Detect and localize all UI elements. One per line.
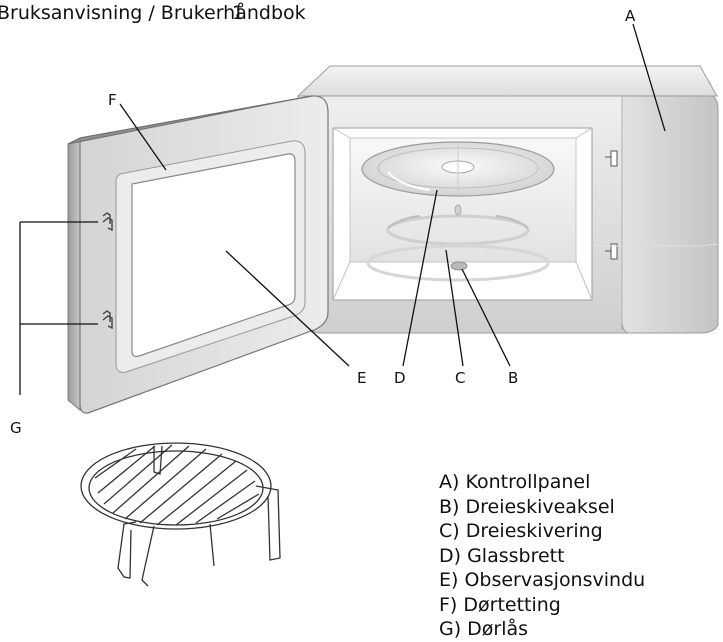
cavity-corner-tl — [332, 127, 351, 139]
grill-rack — [80, 442, 281, 587]
label-a: A — [625, 7, 636, 25]
door-edge — [67, 137, 81, 412]
control-panel — [621, 95, 719, 334]
label-b: B — [508, 369, 518, 387]
legend-item-d: D) Glassbrett — [439, 544, 565, 567]
manual-title: Bruksanvisning / Brukerhåndbok — [0, 2, 306, 24]
door-latch-bottom-icon — [102, 310, 113, 330]
turntable-ring-arc-left — [387, 215, 421, 229]
latch-slot-bottom-icon — [605, 243, 618, 260]
legend-item-f: F) Dørtetting — [439, 593, 561, 616]
observation-window — [131, 153, 296, 358]
turntable-ring-top — [386, 214, 530, 246]
door-latch-top-icon — [102, 212, 113, 232]
label-e: E — [357, 369, 366, 387]
legend-item-g: G) Dørlås — [439, 618, 529, 640]
microwave-diagram: A F E D C B G — [10, 7, 719, 587]
turntable-shaft — [450, 261, 468, 271]
latch-slot-top-icon — [605, 150, 618, 167]
label-f: F — [108, 91, 117, 109]
legend-item-a: A) Kontrollpanel — [439, 471, 591, 493]
label-g: G — [10, 419, 22, 437]
leader-lines — [19, 23, 666, 395]
label-c: C — [455, 369, 465, 387]
parts-legend: A) Kontrollpanel B) Dreieskiveaksel C) D… — [439, 470, 723, 642]
cavity-corner-br — [575, 261, 593, 301]
page-number: 1 — [232, 2, 245, 24]
cavity-corner-bl — [332, 261, 351, 301]
legend-item-b: B) Dreieskiveaksel — [439, 495, 615, 518]
door-top-bevel — [67, 95, 313, 145]
glass-tray-sheen — [387, 171, 431, 191]
turntable-ring-arc-right — [495, 215, 529, 229]
cavity-corner-tr — [575, 127, 593, 139]
legend-item-e: E) Observasjonsvindu — [439, 569, 646, 591]
microwave-top — [296, 65, 718, 97]
legend-item-c: C) Dreieskivering — [439, 520, 603, 542]
label-d: D — [394, 369, 406, 387]
body-shadow-line — [592, 243, 719, 247]
turntable-ring-floor — [366, 244, 550, 282]
tray-center-knob — [454, 204, 462, 216]
